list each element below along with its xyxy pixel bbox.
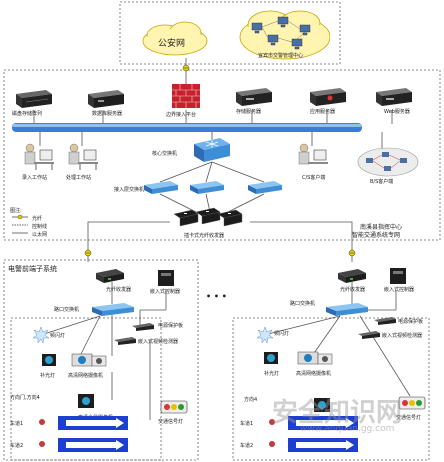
watermark-main: 安全知识网 bbox=[272, 398, 403, 428]
fill-light-right-label: 补光灯 bbox=[264, 371, 280, 377]
plug-transceiver-label: 插卡式光纤收发器 bbox=[184, 233, 225, 239]
storage-server-label: 存储服务器 bbox=[236, 109, 262, 115]
lane2-right-label: 车道2 bbox=[240, 443, 254, 449]
hd-camera-left-icon bbox=[71, 353, 107, 367]
lane1-left-label: 车道1 bbox=[10, 421, 24, 427]
strobe-right-label: 频闪灯 bbox=[274, 331, 290, 337]
hd-camera-right-icon bbox=[297, 351, 333, 365]
field-transceiver-left-label: 光纤收发器 bbox=[106, 287, 132, 293]
traffic-center-label: 宜宾市交警管理中心 bbox=[258, 53, 304, 59]
embedded-controller-left-label: 嵌入式控制器 bbox=[150, 289, 181, 295]
pole-left-label: 方向门,方向4 bbox=[10, 395, 40, 401]
web-server-icon bbox=[376, 88, 412, 106]
vehicle-detector-right-label: 嵌入式视频检测器 bbox=[382, 333, 423, 339]
access-switch-2-icon bbox=[190, 181, 224, 194]
cs-client-icon bbox=[298, 143, 328, 165]
core-switch-label: 核心交换机 bbox=[152, 151, 178, 157]
fill-light-right-icon bbox=[264, 352, 278, 364]
lane2-left-label: 车道2 bbox=[10, 443, 24, 449]
center-title-line1: 南溪县指挥中心 bbox=[360, 224, 403, 231]
power-board-left-icon bbox=[132, 323, 154, 331]
overview-camera-left-icon bbox=[78, 394, 94, 408]
web-server-label: Web服务器 bbox=[384, 109, 410, 115]
power-board-left-label: 电源保护板 bbox=[158, 323, 184, 329]
access-switch-3-icon bbox=[248, 181, 282, 194]
strobe-left-label: 频闪灯 bbox=[50, 333, 66, 339]
border-platform-label: 边界接入平台 bbox=[166, 112, 197, 118]
vehicle-detector-left-icon bbox=[114, 337, 136, 345]
hd-camera-left-label: 高清网络摄像机 bbox=[68, 373, 104, 379]
bs-client-label: B/S客户端 bbox=[370, 179, 394, 185]
field-transceiver-left-icon bbox=[96, 269, 124, 283]
bs-client-cloud-icon bbox=[357, 147, 419, 177]
field-switch-right-icon bbox=[326, 303, 368, 316]
field-switch-right-label: 路口交换机 bbox=[290, 301, 316, 307]
legend-ethernet: 以太网 bbox=[32, 232, 48, 238]
lanes-left-graphic bbox=[39, 416, 128, 452]
legend-title: 图注: bbox=[10, 208, 22, 214]
signal-light-left-icon bbox=[160, 400, 188, 414]
process-workstation-icon bbox=[68, 143, 98, 170]
app-server-label: 应用服务器 bbox=[310, 109, 336, 115]
legend-fiber: 光纤 bbox=[32, 216, 43, 222]
firewall-icon bbox=[172, 84, 200, 108]
embedded-controller-right-label: 嵌入式控制器 bbox=[384, 287, 415, 293]
signal-light-left-label: 交通信号灯 bbox=[158, 419, 184, 425]
embedded-controller-left-icon bbox=[158, 270, 174, 286]
process-workstation-label: 处理工作站 bbox=[66, 175, 92, 181]
strobe-left-icon bbox=[32, 326, 50, 344]
entry-workstation-label: 录入工作站 bbox=[22, 175, 48, 181]
db-server-icon bbox=[88, 90, 124, 108]
db-server-label: 数据库服务器 bbox=[92, 111, 123, 117]
disk-array-icon bbox=[16, 90, 52, 108]
lane1-right-label: 车道1 bbox=[240, 421, 254, 427]
watermark-url: www.anquan.gg.com bbox=[300, 424, 395, 434]
embedded-controller-right-icon bbox=[390, 268, 406, 284]
entry-workstation-icon bbox=[24, 143, 54, 170]
storage-server-icon bbox=[236, 88, 272, 106]
field-section-title: 电警前端子系统 bbox=[8, 265, 57, 273]
hd-camera-right-label: 高清网络摄像机 bbox=[296, 371, 332, 377]
fill-light-left-label: 补光灯 bbox=[40, 373, 56, 379]
power-board-right-label: 电源保护板 bbox=[398, 319, 424, 325]
disk-array-label: 磁盘存储阵列 bbox=[12, 111, 43, 117]
field-switch-left-label: 路口交换机 bbox=[54, 307, 80, 313]
pole-right-label: 方向4 bbox=[244, 397, 258, 403]
vehicle-detector-right-icon bbox=[358, 331, 380, 339]
vehicle-detector-left-label: 嵌入式视频检测器 bbox=[138, 339, 179, 345]
core-switch-icon bbox=[194, 138, 230, 162]
fill-light-left-icon bbox=[42, 354, 56, 366]
plug-transceiver-icon bbox=[173, 207, 243, 227]
access-switch-1-icon bbox=[144, 181, 178, 194]
internet-label: 公安网 bbox=[158, 39, 186, 49]
strobe-right-icon bbox=[256, 326, 274, 344]
cs-client-label: C/S客户端 bbox=[302, 175, 326, 181]
legend-lines bbox=[12, 214, 28, 234]
cloud-area bbox=[142, 10, 330, 60]
power-board-right-icon bbox=[374, 317, 396, 325]
legend-control: 控制线 bbox=[32, 224, 48, 230]
center-title-line2: 智能交通系统专网 bbox=[352, 232, 401, 239]
lanes-right-graphic bbox=[269, 416, 358, 452]
ellipsis-label: • • • bbox=[206, 292, 227, 301]
app-server-icon bbox=[310, 88, 346, 106]
overview-camera-right-icon bbox=[314, 398, 330, 412]
field-transceiver-right-label: 光纤收发器 bbox=[340, 287, 366, 293]
signal-light-right-label: 交通信号灯 bbox=[396, 415, 422, 421]
field-switch-left-icon bbox=[92, 303, 134, 316]
access-switch-label: 接入层交换机 bbox=[114, 187, 145, 193]
field-transceiver-right-icon bbox=[338, 269, 366, 283]
signal-light-right-icon bbox=[398, 396, 426, 410]
